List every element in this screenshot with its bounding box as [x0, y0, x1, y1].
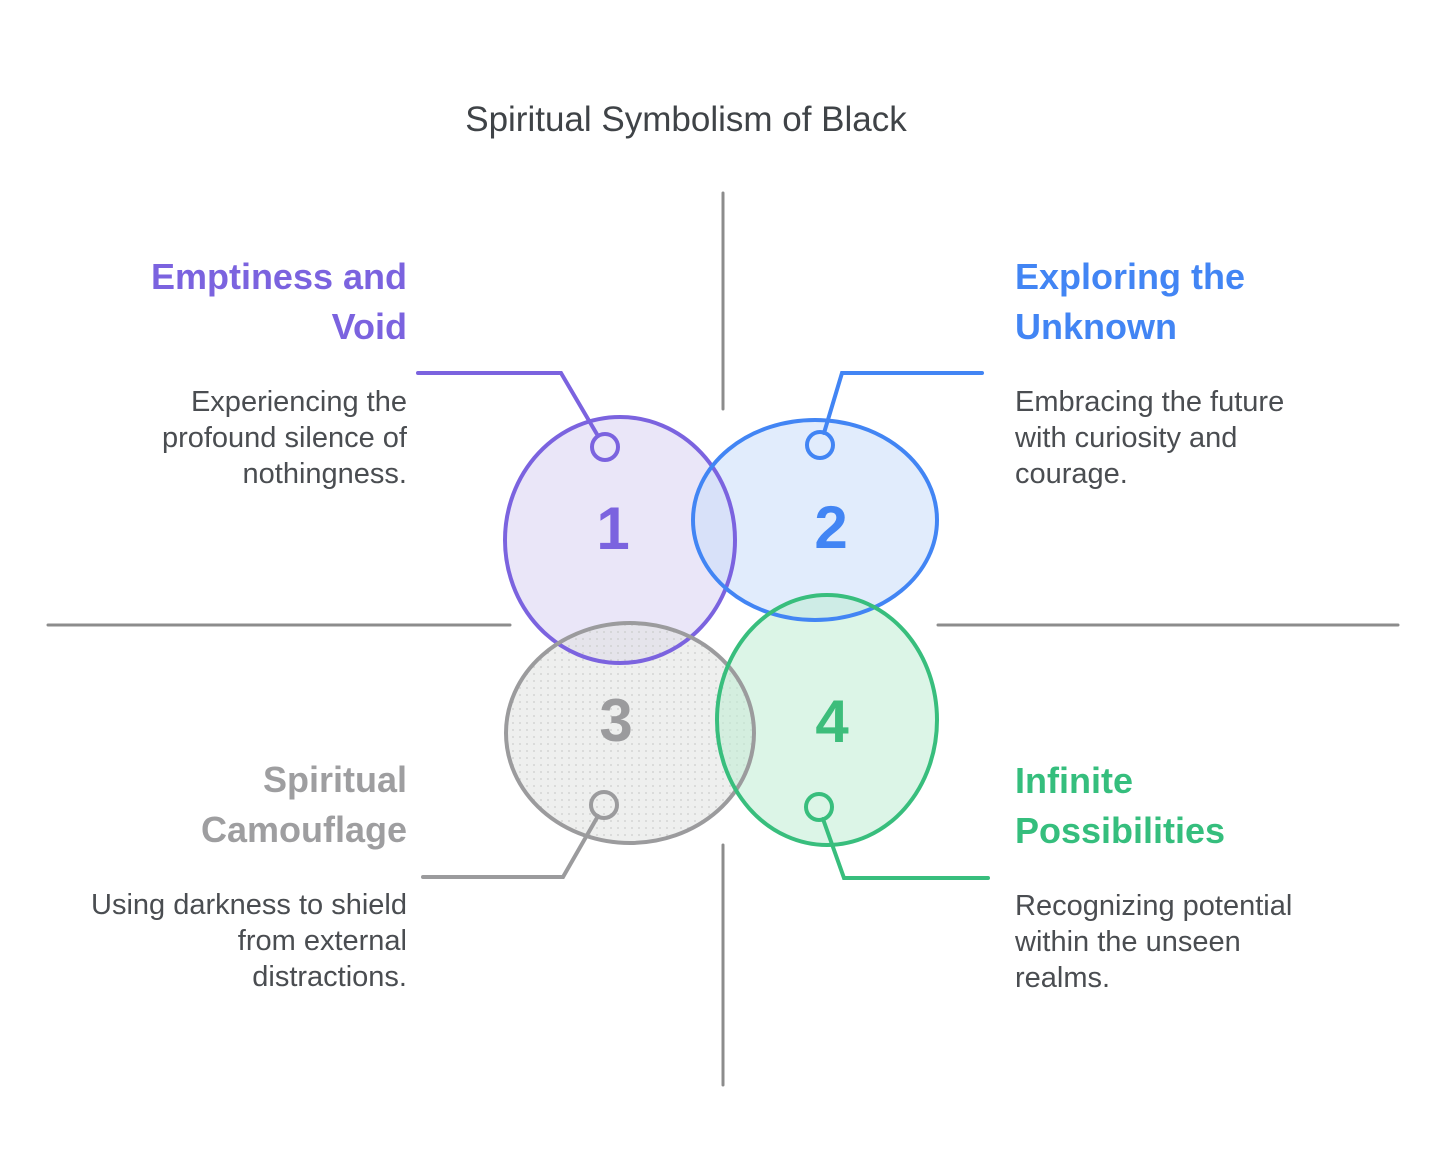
circle-3-outline: [504, 621, 756, 845]
circle-2-fill: [693, 420, 937, 620]
section-4-desc-line-3: realms.: [1015, 962, 1111, 994]
connector-line-1: [416, 371, 600, 438]
section-infinite-possibilities: Infinite Possibilities Recognizing poten…: [1015, 756, 1375, 996]
section-1-title-line-1: Emptiness and: [150, 256, 407, 297]
connector-ring-3: [589, 790, 619, 820]
section-exploring-the-unknown: Exploring the Unknown Embracing the futu…: [1015, 252, 1375, 492]
section-2-description: Embracing the future with curiosity and …: [1015, 384, 1375, 492]
section-spiritual-camouflage: Spiritual Camouflage Using darkness to s…: [27, 755, 407, 995]
section-1-desc-line-3: nothingness.: [242, 458, 407, 490]
circle-4-outline: [715, 593, 939, 847]
section-1-desc-line-2: profound silence of: [161, 422, 407, 454]
connector-line-4: [821, 817, 990, 880]
section-2-desc-line-1: Embracing the future: [1015, 386, 1285, 418]
section-2-desc-line-3: courage.: [1015, 458, 1128, 490]
section-emptiness-and-void: Emptiness and Void Experiencing the prof…: [27, 252, 407, 492]
section-4-desc-line-2: within the unseen: [1015, 926, 1241, 958]
section-3-title-line-1: Spiritual: [262, 759, 407, 800]
section-1-desc-line-1: Experiencing the: [190, 386, 407, 418]
section-1-title: Emptiness and Void: [27, 252, 407, 352]
circle-3-dot-texture: [506, 623, 754, 843]
circle-1-fill: [505, 417, 735, 663]
section-2-title: Exploring the Unknown: [1015, 252, 1375, 352]
section-1-title-line-2: Void: [331, 306, 407, 347]
section-4-title-line-1: Infinite: [1015, 760, 1133, 801]
section-2-title-line-2: Unknown: [1015, 306, 1177, 347]
connector-line-3: [421, 814, 600, 879]
section-3-desc-line-2: from external: [237, 925, 407, 957]
circle-1-number: 1: [596, 495, 630, 562]
connector-ring-2: [805, 430, 835, 460]
circle-4-fill: [717, 595, 937, 845]
section-2-title-line-1: Exploring the: [1015, 256, 1246, 297]
section-2-desc-line-2: with curiosity and: [1015, 422, 1238, 454]
section-3-description: Using darkness to shield from external d…: [27, 887, 407, 995]
section-1-description: Experiencing the profound silence of not…: [27, 384, 407, 492]
section-4-description: Recognizing potential within the unseen …: [1015, 888, 1375, 996]
connector-ring-4: [804, 792, 834, 822]
circle-4-number: 4: [815, 688, 849, 755]
section-4-title-line-2: Possibilities: [1015, 810, 1226, 851]
circle-2-number: 2: [814, 494, 848, 561]
section-4-title: Infinite Possibilities: [1015, 756, 1375, 856]
circle-2-outline: [691, 418, 939, 622]
section-3-title: Spiritual Camouflage: [27, 755, 407, 855]
circle-3-number: 3: [599, 687, 633, 754]
circle-1-outline: [503, 415, 737, 665]
connector-ring-1: [590, 432, 620, 462]
section-3-desc-line-1: Using darkness to shield: [91, 889, 407, 921]
connector-line-2: [822, 371, 984, 435]
page-title: Spiritual Symbolism of Black: [465, 100, 907, 139]
section-4-desc-line-1: Recognizing potential: [1015, 890, 1293, 922]
section-3-desc-line-3: distractions.: [252, 961, 407, 993]
section-3-title-line-2: Camouflage: [200, 809, 407, 850]
